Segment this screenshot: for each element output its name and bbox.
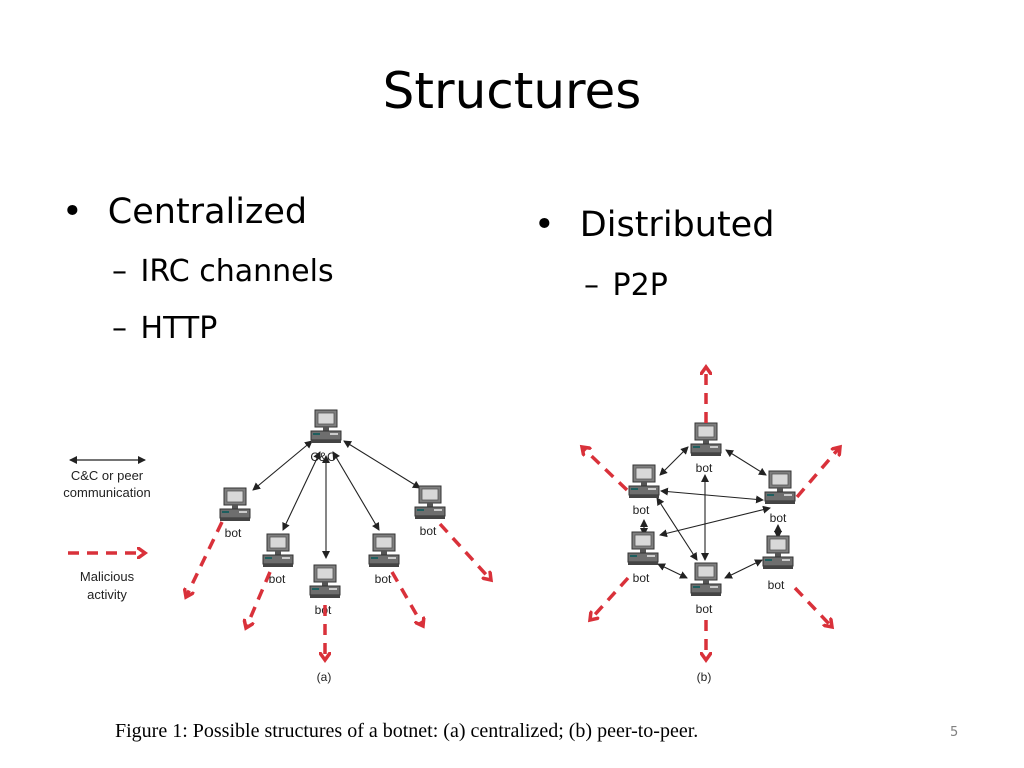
subitem-p2p: – P2P bbox=[584, 268, 668, 303]
bullet-distributed: • Distributed bbox=[534, 205, 774, 245]
dash: – bbox=[112, 311, 127, 346]
bot-icon bbox=[690, 422, 722, 457]
bullet-dot: • bbox=[62, 192, 83, 232]
peer-link bbox=[724, 559, 763, 579]
malicious-arrow bbox=[582, 447, 629, 492]
peer-link bbox=[657, 563, 688, 579]
bot-label: bot bbox=[225, 526, 242, 540]
legend-comm-label: C&C or peer bbox=[71, 468, 144, 483]
malicious-arrow bbox=[793, 586, 832, 627]
bot-icon bbox=[414, 485, 446, 520]
figure-caption: Figure 1: Possible structures of a botne… bbox=[115, 720, 699, 742]
bot-label: bot bbox=[633, 571, 650, 585]
diagram-a-label: (a) bbox=[317, 670, 332, 684]
legend-malicious-label-2: activity bbox=[87, 587, 127, 602]
malicious-arrow bbox=[246, 571, 272, 628]
peer-link bbox=[659, 505, 771, 538]
legend-comm-label-2: communication bbox=[63, 485, 150, 500]
cc-label: C&C bbox=[310, 450, 336, 464]
bot-label: bot bbox=[633, 503, 650, 517]
bot-icon bbox=[368, 533, 400, 568]
malicious-arrow bbox=[438, 522, 491, 580]
bullet-centralized: • Centralized bbox=[62, 192, 307, 232]
dash: – bbox=[112, 254, 127, 289]
diagram-centralized: C&C bot bot bot bot bot (a) bbox=[186, 409, 491, 684]
cc-link bbox=[282, 451, 321, 531]
cc-link bbox=[332, 451, 380, 531]
bot-label: bot bbox=[696, 602, 713, 616]
bot-label: bot bbox=[770, 511, 787, 525]
subitem-http: – HTTP bbox=[112, 311, 217, 346]
cc-links bbox=[252, 440, 421, 559]
bot-label: bot bbox=[768, 578, 785, 592]
subitem-label: IRC channels bbox=[140, 254, 334, 289]
bot-icon bbox=[627, 531, 659, 566]
peer-link bbox=[659, 446, 689, 476]
subitem-label: P2P bbox=[612, 268, 668, 303]
subitem-irc-channels: – IRC channels bbox=[112, 254, 334, 289]
bot-icon bbox=[219, 487, 251, 522]
bot-icon bbox=[262, 533, 294, 568]
diagram-p2p: bot bot bot bot bot bot (b) bbox=[582, 367, 840, 684]
subitem-label: HTTP bbox=[140, 311, 218, 346]
bullet-label: Distributed bbox=[579, 205, 775, 245]
slide-title: Structures bbox=[382, 62, 642, 120]
cc-link bbox=[252, 440, 313, 491]
malicious-arrow bbox=[590, 576, 630, 620]
malicious-arrow bbox=[186, 521, 224, 597]
diagram-b-label: (b) bbox=[697, 670, 712, 684]
bullet-dot: • bbox=[534, 205, 555, 245]
peer-link bbox=[660, 487, 764, 504]
cc-server-icon bbox=[310, 409, 342, 444]
peer-link bbox=[656, 497, 698, 561]
bot-icon bbox=[762, 535, 794, 570]
page-number: 5 bbox=[950, 725, 959, 740]
cc-link bbox=[343, 440, 421, 489]
bot-icon bbox=[628, 464, 660, 499]
dash: – bbox=[584, 268, 599, 303]
bullet-label: Centralized bbox=[107, 192, 308, 232]
bot-label: bot bbox=[269, 572, 286, 586]
bot-label: bot bbox=[375, 572, 392, 586]
bot-label: bot bbox=[696, 461, 713, 475]
legend-malicious-label: Malicious bbox=[80, 569, 135, 584]
bot-icon bbox=[690, 562, 722, 597]
malicious-arrows-b bbox=[582, 367, 840, 660]
bot-icon bbox=[309, 564, 341, 599]
bot-label: bot bbox=[420, 524, 437, 538]
malicious-arrow bbox=[390, 571, 423, 626]
bot-icon bbox=[764, 470, 796, 505]
peer-link bbox=[725, 449, 767, 476]
malicious-arrow bbox=[795, 447, 840, 499]
legend: C&C or peer communication Malicious acti… bbox=[63, 456, 151, 602]
malicious-arrows-a bbox=[186, 521, 491, 660]
